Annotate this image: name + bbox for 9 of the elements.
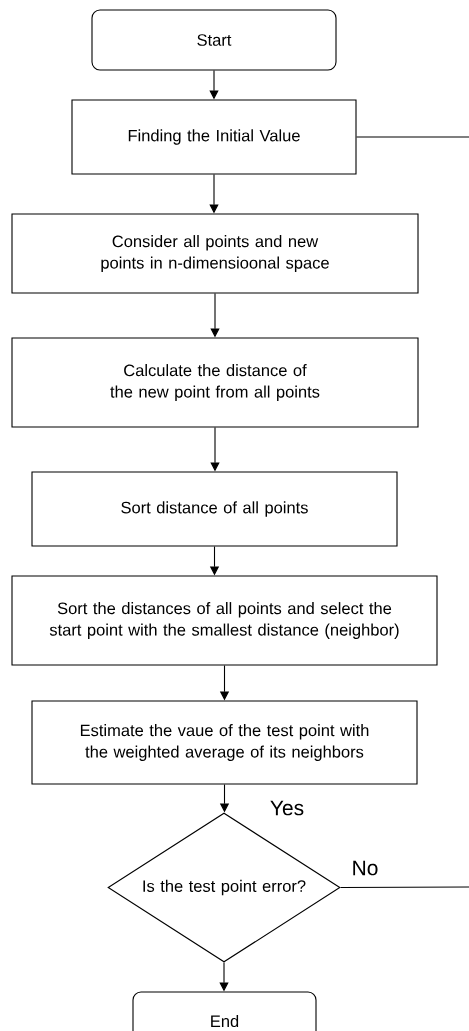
process-box: Estimate the vaue of the test point with the weighted average of its neighbors (31, 700, 418, 785)
terminal-box: Start (91, 9, 337, 71)
process-box: Calculate the distance of the new point from all points (11, 337, 419, 428)
terminal-box: End (132, 991, 317, 1031)
process-box: Sort the distances of all points and select the start point with the smallest distance (neighbor) (11, 575, 438, 666)
process-box: Finding the Initial Value (71, 99, 357, 175)
process-box: Consider all points and new points in n-dimensioonal space (11, 213, 419, 294)
edge-label: No (350, 859, 380, 877)
process-box: Sort distance of all points (31, 471, 398, 547)
